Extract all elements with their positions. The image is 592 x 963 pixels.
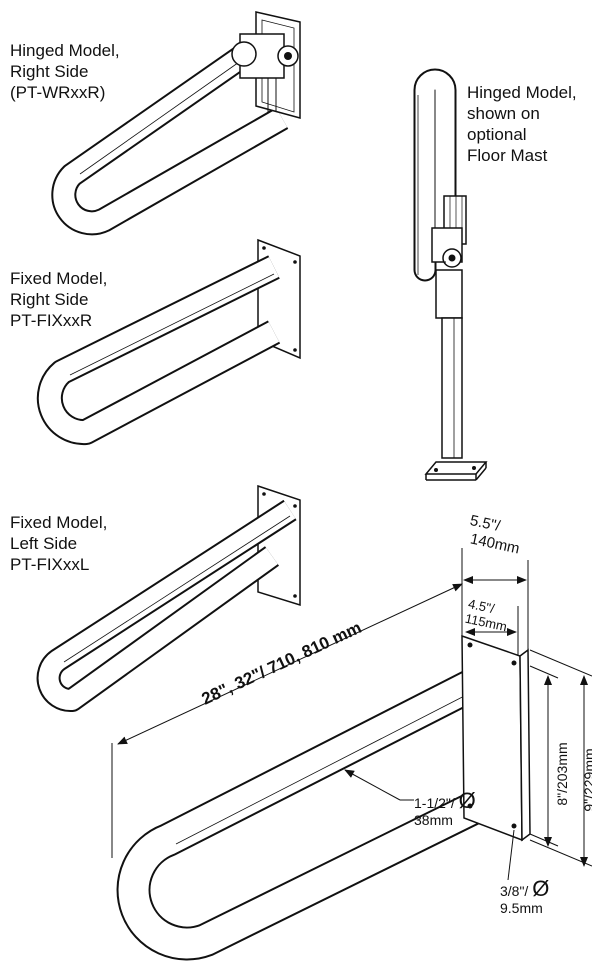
label-line: PT-FIXxxR (10, 311, 93, 330)
dimensioned-grab-bar (116, 634, 531, 961)
screw-hole-dimension: 3/8"/ Ø 9.5mm (500, 878, 549, 917)
dim-line: 1-1/2"/ Ø (414, 790, 476, 812)
label-line: Fixed Model, (10, 513, 108, 532)
diameter-icon: Ø (458, 788, 476, 813)
label-line: Hinged Model, (467, 83, 577, 102)
plate-height-outer: 9"/229mm (581, 748, 592, 811)
label-line: optional (467, 125, 527, 144)
dim-line: 3/8"/ Ø (500, 878, 549, 900)
fixed-right-grab-bar (36, 238, 301, 446)
dim-text: 3/8"/ (500, 883, 529, 899)
label-line: Floor Mast (467, 146, 548, 165)
dimension-lines (111, 548, 592, 881)
label-fixed-right: Fixed Model, Right Side PT-FIXxxR (10, 268, 107, 331)
floor-mast-grab-bar (413, 68, 488, 481)
label-hinged-right: Hinged Model, Right Side (PT-WRxxR) (10, 40, 120, 103)
length-dimension: 28", 32"/ 710, 810 mm (199, 618, 365, 709)
label-line: Right Side (10, 290, 89, 309)
diameter-icon: Ø (532, 876, 550, 901)
hinged-right-grab-bar (51, 11, 301, 236)
tube-diameter-dimension: 1-1/2"/ Ø 38mm (414, 790, 476, 829)
label-line: Right Side (10, 62, 89, 81)
label-line: shown on (467, 104, 540, 123)
label-line: PT-FIXxxL (10, 555, 90, 574)
label-line: Left Side (10, 534, 78, 553)
label-line: Hinged Model, (10, 41, 120, 60)
plate-height-inner: 8"/203mm (554, 742, 570, 805)
label-hinged-mast: Hinged Model, shown on optional Floor Ma… (467, 82, 577, 166)
fixed-left-grab-bar (36, 484, 301, 713)
label-fixed-left: Fixed Model, Left Side PT-FIXxxL (10, 512, 107, 575)
dim-line: 38mm (414, 812, 453, 828)
label-line: Fixed Model, (10, 269, 108, 288)
dim-line: 9.5mm (500, 900, 543, 916)
dim-text: 1-1/2"/ (414, 795, 455, 811)
label-line: (PT-WRxxR) (10, 83, 106, 102)
